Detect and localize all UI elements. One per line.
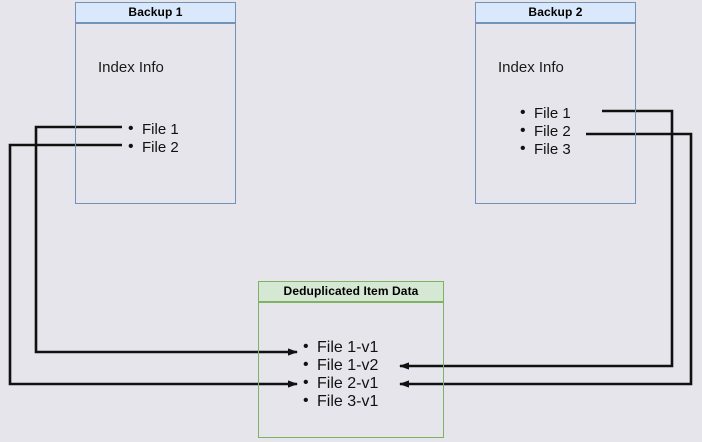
node-dedup-body: File 1-v1 File 1-v2 File 2-v1 File 3-v1 <box>258 302 444 438</box>
node-backup2-subtitle: Index Info <box>498 59 564 76</box>
list-item: File 2-v1 <box>301 374 378 393</box>
node-deduplicated-item-data[interactable]: Deduplicated Item Data File 1-v1 File 1-… <box>258 281 444 438</box>
list-item: File 1 <box>518 104 571 123</box>
list-item: File 3-v1 <box>301 392 378 411</box>
node-dedup-header: Deduplicated Item Data <box>258 281 444 302</box>
node-backup1-body: Index Info File 1 File 2 <box>75 23 236 204</box>
list-item: File 2 <box>126 138 179 157</box>
node-backup1-subtitle: Index Info <box>98 59 164 76</box>
node-backup2-header: Backup 2 <box>475 2 636 23</box>
node-backup1-file-list: File 1 File 2 <box>126 120 179 157</box>
node-backup1-header: Backup 1 <box>75 2 236 23</box>
node-backup1[interactable]: Backup 1 Index Info File 1 File 2 <box>75 2 236 204</box>
node-backup2-body: Index Info File 1 File 2 File 3 <box>475 23 636 204</box>
list-item: File 1-v2 <box>301 356 378 375</box>
list-item: File 1-v1 <box>301 338 378 357</box>
list-item: File 2 <box>518 122 571 141</box>
node-dedup-file-list: File 1-v1 File 1-v2 File 2-v1 File 3-v1 <box>301 338 378 411</box>
list-item: File 3 <box>518 140 571 159</box>
node-backup2[interactable]: Backup 2 Index Info File 1 File 2 File 3 <box>475 2 636 204</box>
node-backup2-file-list: File 1 File 2 File 3 <box>518 104 571 159</box>
list-item: File 1 <box>126 120 179 139</box>
